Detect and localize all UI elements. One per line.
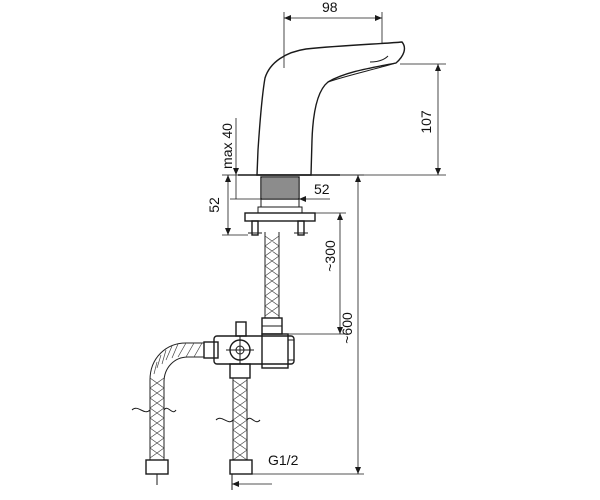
dim-spout-reach: 98: [322, 0, 338, 15]
dim-max-deck-thickness: max 40: [219, 123, 235, 169]
dim-mounting-hole: 52: [314, 181, 330, 197]
left-curved-hose: [131, 342, 204, 485]
upper-hose: [261, 232, 283, 335]
dim-spout-height: 107: [418, 110, 434, 134]
dimension-lines: [222, 12, 446, 487]
threaded-shank: [244, 176, 316, 236]
faucet-body: [238, 41, 406, 176]
dim-shank-height: 52: [206, 197, 222, 213]
dim-hose-length-upper: ~300: [322, 240, 338, 272]
dim-connection-thread: G1/2: [268, 452, 299, 468]
lower-hose: [215, 378, 261, 490]
mixing-valve: [203, 321, 295, 379]
dim-hose-length-total: ~600: [339, 312, 355, 344]
